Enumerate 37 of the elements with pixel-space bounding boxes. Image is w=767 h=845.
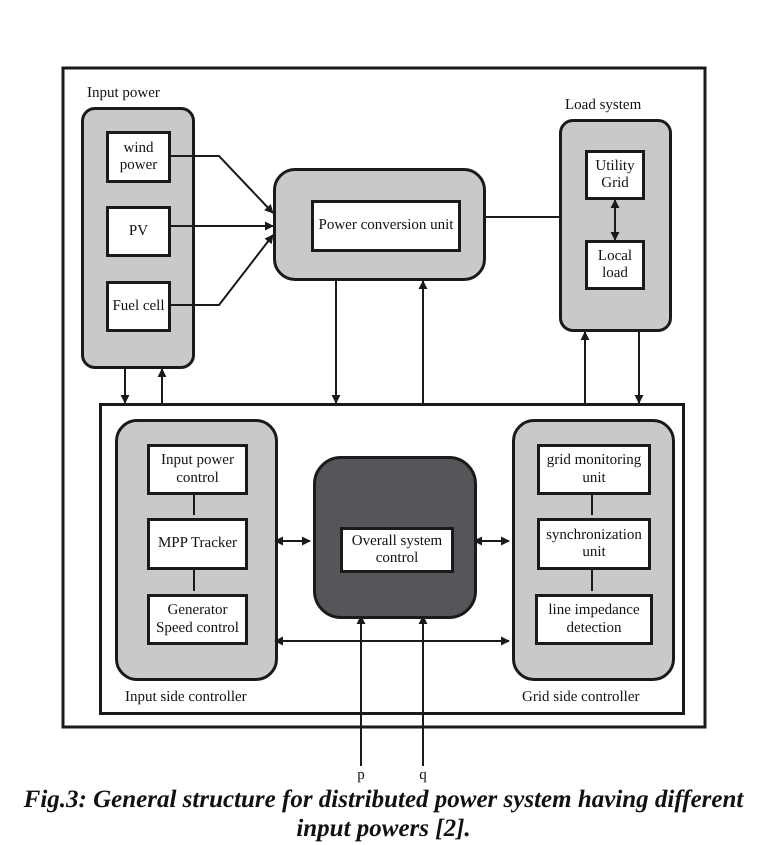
arrow	[610, 199, 620, 241]
process-box: Power conversion unit	[311, 200, 461, 252]
process-box: Input power control	[147, 444, 248, 495]
connector-line	[486, 216, 559, 218]
arrow	[158, 368, 166, 403]
controller-frame	[99, 403, 685, 715]
group-heading: Input power	[87, 85, 160, 102]
process-box: Utility Grid	[585, 150, 645, 200]
process-box: Generator Speed control	[147, 594, 248, 645]
process-box: grid monitoring unit	[537, 444, 651, 495]
arrow	[274, 536, 311, 546]
group-heading: Grid side controller	[522, 689, 640, 706]
arrow	[332, 281, 340, 404]
signal-label: q	[415, 766, 431, 784]
process-box: Fuel cell	[106, 281, 171, 332]
arrow	[120, 369, 130, 404]
arrow	[473, 536, 510, 546]
process-box: Local load	[585, 240, 645, 290]
arrow	[171, 234, 274, 306]
arrow	[418, 280, 428, 403]
unit-panel	[313, 456, 477, 619]
arrow	[274, 636, 510, 646]
process-box: MPP Tracker	[147, 518, 248, 570]
unit-panel	[273, 168, 486, 281]
process-box: wind power	[106, 131, 171, 183]
arrow	[580, 331, 590, 403]
arrow	[634, 332, 644, 404]
figure-caption: Fig.3: General structure for distributed power system having different input powers [2].	[22, 786, 745, 844]
arrow	[171, 222, 274, 230]
signal-label: p	[353, 766, 369, 784]
arrow	[171, 155, 274, 214]
process-box: line impedance detection	[535, 594, 653, 645]
group-heading: Load system	[565, 97, 642, 114]
process-box: synchronization unit	[537, 518, 651, 570]
process-box: PV	[106, 206, 171, 257]
group-heading: Input side controller	[125, 689, 247, 706]
process-box: Overall system control	[340, 527, 454, 573]
